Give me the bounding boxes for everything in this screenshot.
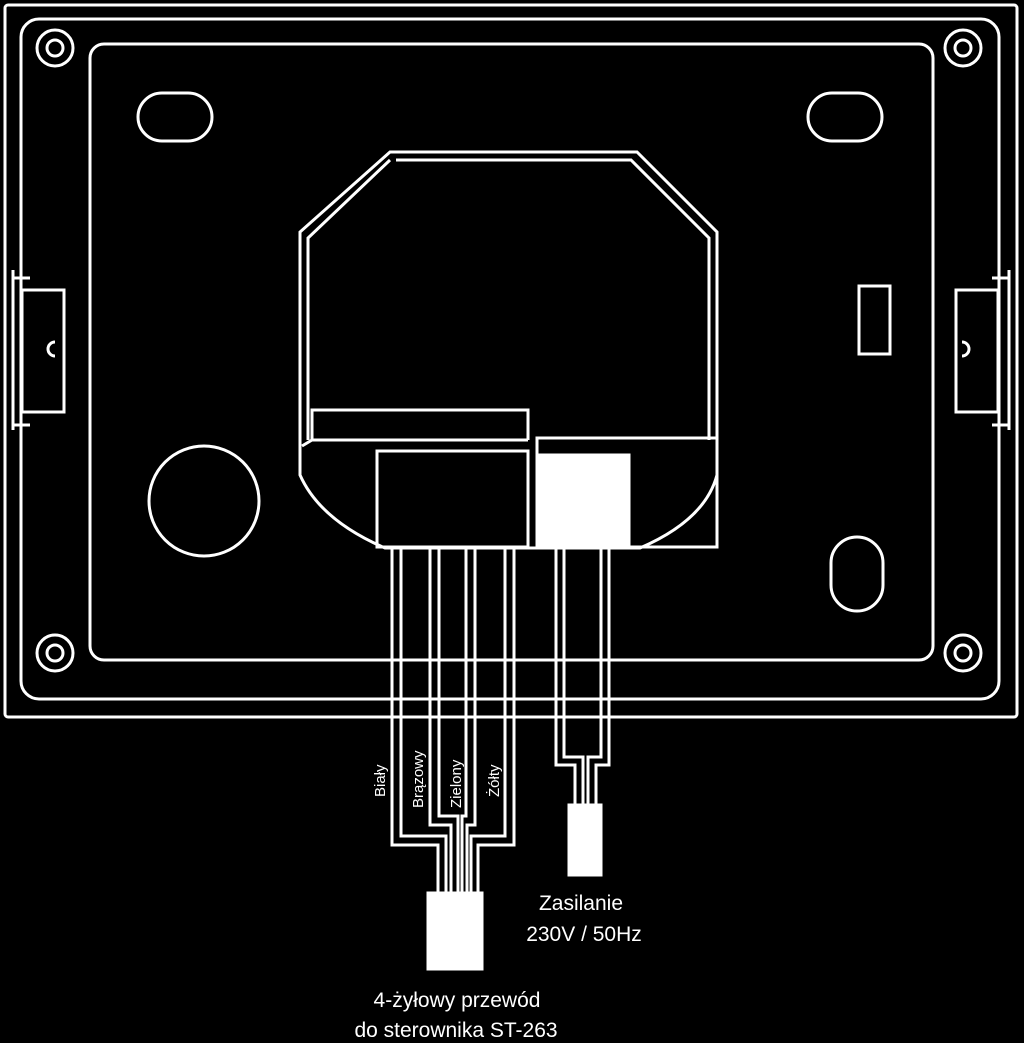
wire-brown-inner bbox=[437, 547, 460, 893]
terminal-block-edge bbox=[301, 438, 528, 448]
wire-green bbox=[460, 547, 468, 893]
power-wires bbox=[554, 547, 611, 805]
back-plate bbox=[88, 42, 935, 662]
wire-brown bbox=[428, 547, 453, 893]
cable-label-line1: 4-żyłowy przewód bbox=[374, 989, 541, 1012]
right-clip bbox=[954, 270, 1011, 430]
power-wire-l-inner bbox=[562, 547, 585, 805]
wire-green-inner bbox=[465, 547, 477, 893]
signal-cable-plug bbox=[426, 891, 484, 971]
slot-top-left bbox=[136, 91, 214, 143]
power-label-line1: Zasilanie bbox=[539, 892, 623, 915]
power-terminal-inner bbox=[535, 453, 631, 549]
wire-label-green: Zielony bbox=[448, 759, 465, 808]
power-cable-plug bbox=[567, 803, 603, 877]
junction-box-inner bbox=[306, 158, 711, 440]
signal-terminal bbox=[375, 449, 530, 549]
wire-yellow-inner bbox=[476, 547, 516, 893]
cable-label-line2: do sterownika ST-263 bbox=[354, 1019, 557, 1042]
screw-top-left bbox=[35, 28, 75, 68]
power-label-line2: 230V / 50Hz bbox=[526, 923, 642, 946]
wire-yellow bbox=[469, 547, 507, 893]
cable-hole-left bbox=[147, 444, 261, 558]
wire-label-yellow: Żółty bbox=[485, 764, 503, 797]
screw-bottom-left bbox=[35, 633, 75, 673]
slot-top-right bbox=[806, 91, 884, 143]
outer-frame bbox=[3, 3, 1019, 719]
power-wire-n-inner bbox=[594, 547, 611, 805]
wire-label-brown: Brązowy bbox=[410, 750, 427, 808]
power-wire-n bbox=[586, 547, 603, 805]
vent-slot-right bbox=[857, 284, 892, 356]
signal-wires bbox=[390, 547, 516, 893]
power-wire-l bbox=[554, 547, 577, 805]
screw-top-right bbox=[943, 28, 983, 68]
terminal-block bbox=[310, 408, 530, 440]
wire-white bbox=[390, 547, 440, 893]
housing bbox=[3, 3, 1019, 719]
left-clip bbox=[11, 270, 66, 430]
wire-white-inner bbox=[399, 547, 448, 893]
slot-bottom-right bbox=[829, 535, 885, 613]
screw-bottom-right bbox=[943, 633, 983, 673]
wire-label-white: Biały bbox=[372, 764, 389, 797]
